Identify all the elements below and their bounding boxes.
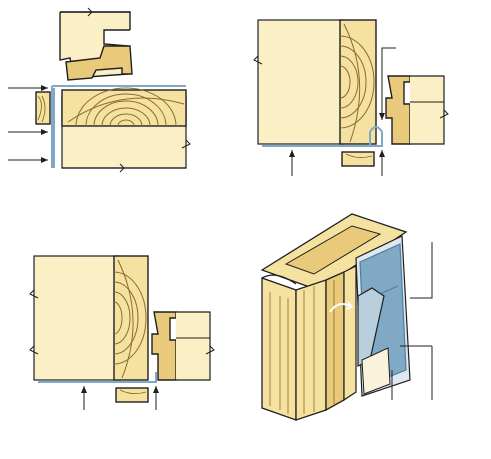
panel-a-flashing	[51, 85, 186, 168]
panel-b-stop-molding	[385, 75, 411, 145]
panel-b-grain-rings	[339, 23, 375, 143]
panel-a-grain-rings	[67, 87, 185, 127]
panel-c-wall-block	[33, 255, 121, 381]
panel-b-flashing	[262, 126, 383, 147]
panel-d-bent-strip	[357, 287, 385, 367]
panel-c-grain-rings	[113, 259, 147, 379]
panel-d-inner-jamb	[295, 279, 327, 421]
panel-c-stop-molding	[151, 311, 177, 381]
panel-d-leader-upper	[410, 242, 433, 299]
panel-d-outer-jamb	[261, 277, 297, 421]
panel-c-jamb-section	[29, 255, 215, 410]
panel-b-pointer-upper	[379, 47, 396, 120]
panel-c-flashing	[38, 372, 157, 383]
panel-d-stop	[325, 270, 345, 412]
panel-a-stop-molding	[65, 45, 133, 81]
panel-b-jamb-section	[253, 19, 449, 176]
panel-b-wall-block	[257, 19, 345, 145]
panel-d-lower-panel	[361, 347, 391, 395]
panel-a-head-section	[8, 7, 191, 173]
panel-c-timber	[113, 255, 149, 381]
panel-d-isometric-cutaway	[260, 213, 433, 421]
